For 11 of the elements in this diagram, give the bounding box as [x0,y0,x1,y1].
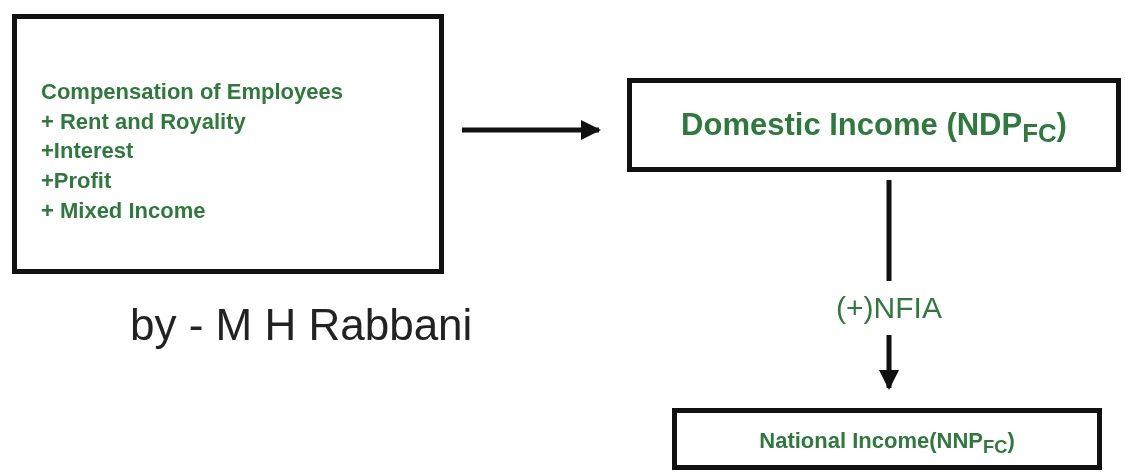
income-component: Compensation of Employees [41,78,344,106]
income-component: + Rent and Royality [41,107,247,136]
income-component: + Mixed Income [41,196,207,225]
process-box [672,408,1102,470]
income-label: National Income(NNP$_{FC}$) [758,427,1016,460]
income-component: +Profit [41,167,113,196]
author-credit: by - M H Rabbani [130,300,473,350]
process-box [12,14,444,274]
income-component: +Interest [41,137,135,166]
income-label: Domestic Income (NDP$_{FC}$) [680,106,1068,150]
process-box [627,78,1121,172]
